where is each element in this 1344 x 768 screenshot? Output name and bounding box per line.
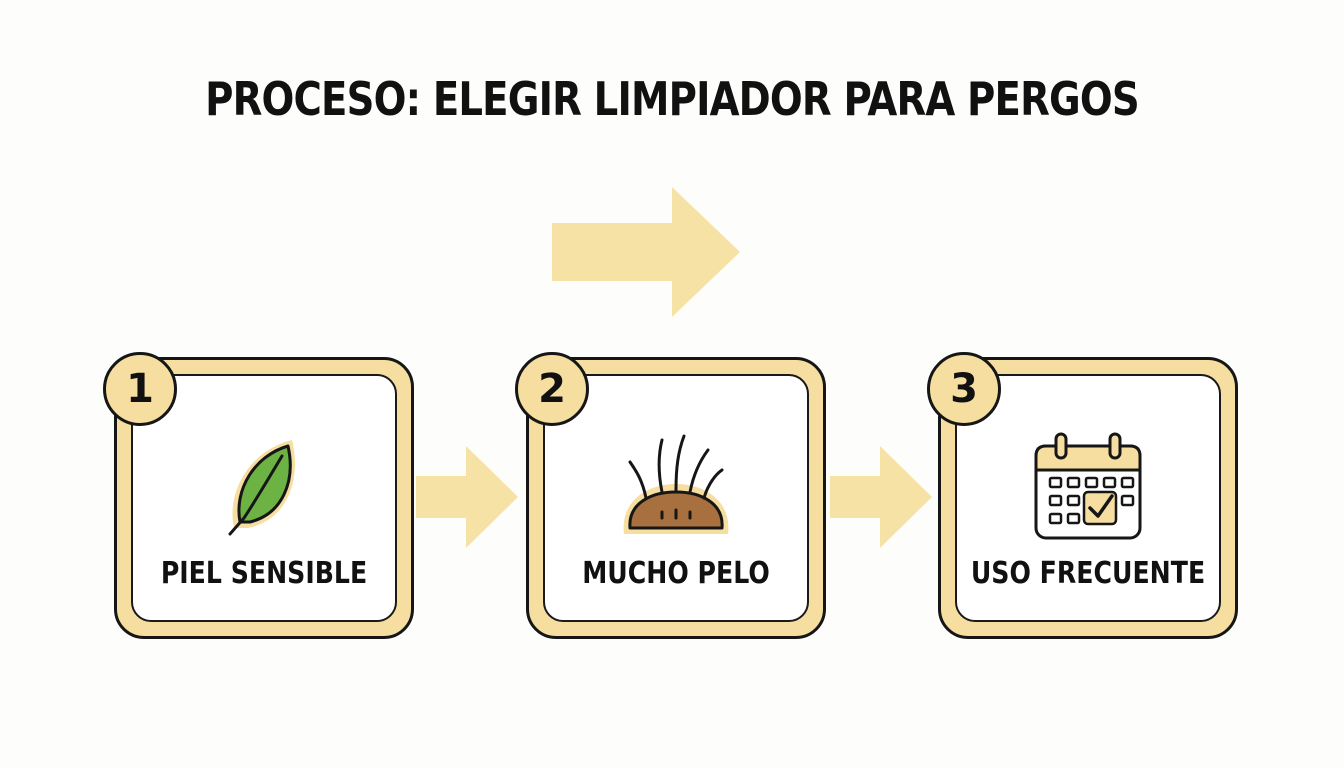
step-card-3: 3 USO FRECUENTE [927, 352, 1238, 639]
step-card-1-panel [131, 374, 397, 622]
step-number-badge-2: 2 [515, 352, 589, 426]
step-connector-arrow-2 [830, 446, 932, 548]
page-title: PROCESO: ELEGIR LIMPIADOR PARA PERGOS [205, 72, 1140, 126]
leaf-icon [228, 440, 295, 536]
step-card-2: 2 MUCHO PELO [515, 352, 826, 639]
step-card-3-panel [955, 374, 1221, 622]
hair-icon [623, 434, 729, 534]
process-direction-arrow [552, 187, 740, 317]
step-connector-arrow-1 [416, 446, 518, 548]
calendar-icon [1034, 432, 1142, 540]
step-label-3: USO FRECUENTE [970, 556, 1206, 591]
step-card-2-panel [543, 374, 809, 622]
step-number-badge-3: 3 [927, 352, 1001, 426]
step-card-1: 1 PIEL SENSIBLE [103, 352, 414, 639]
step-number-badge-1: 1 [103, 352, 177, 426]
step-label-1: PIEL SENSIBLE [160, 556, 368, 591]
step-label-2: MUCHO PELO [582, 556, 770, 591]
